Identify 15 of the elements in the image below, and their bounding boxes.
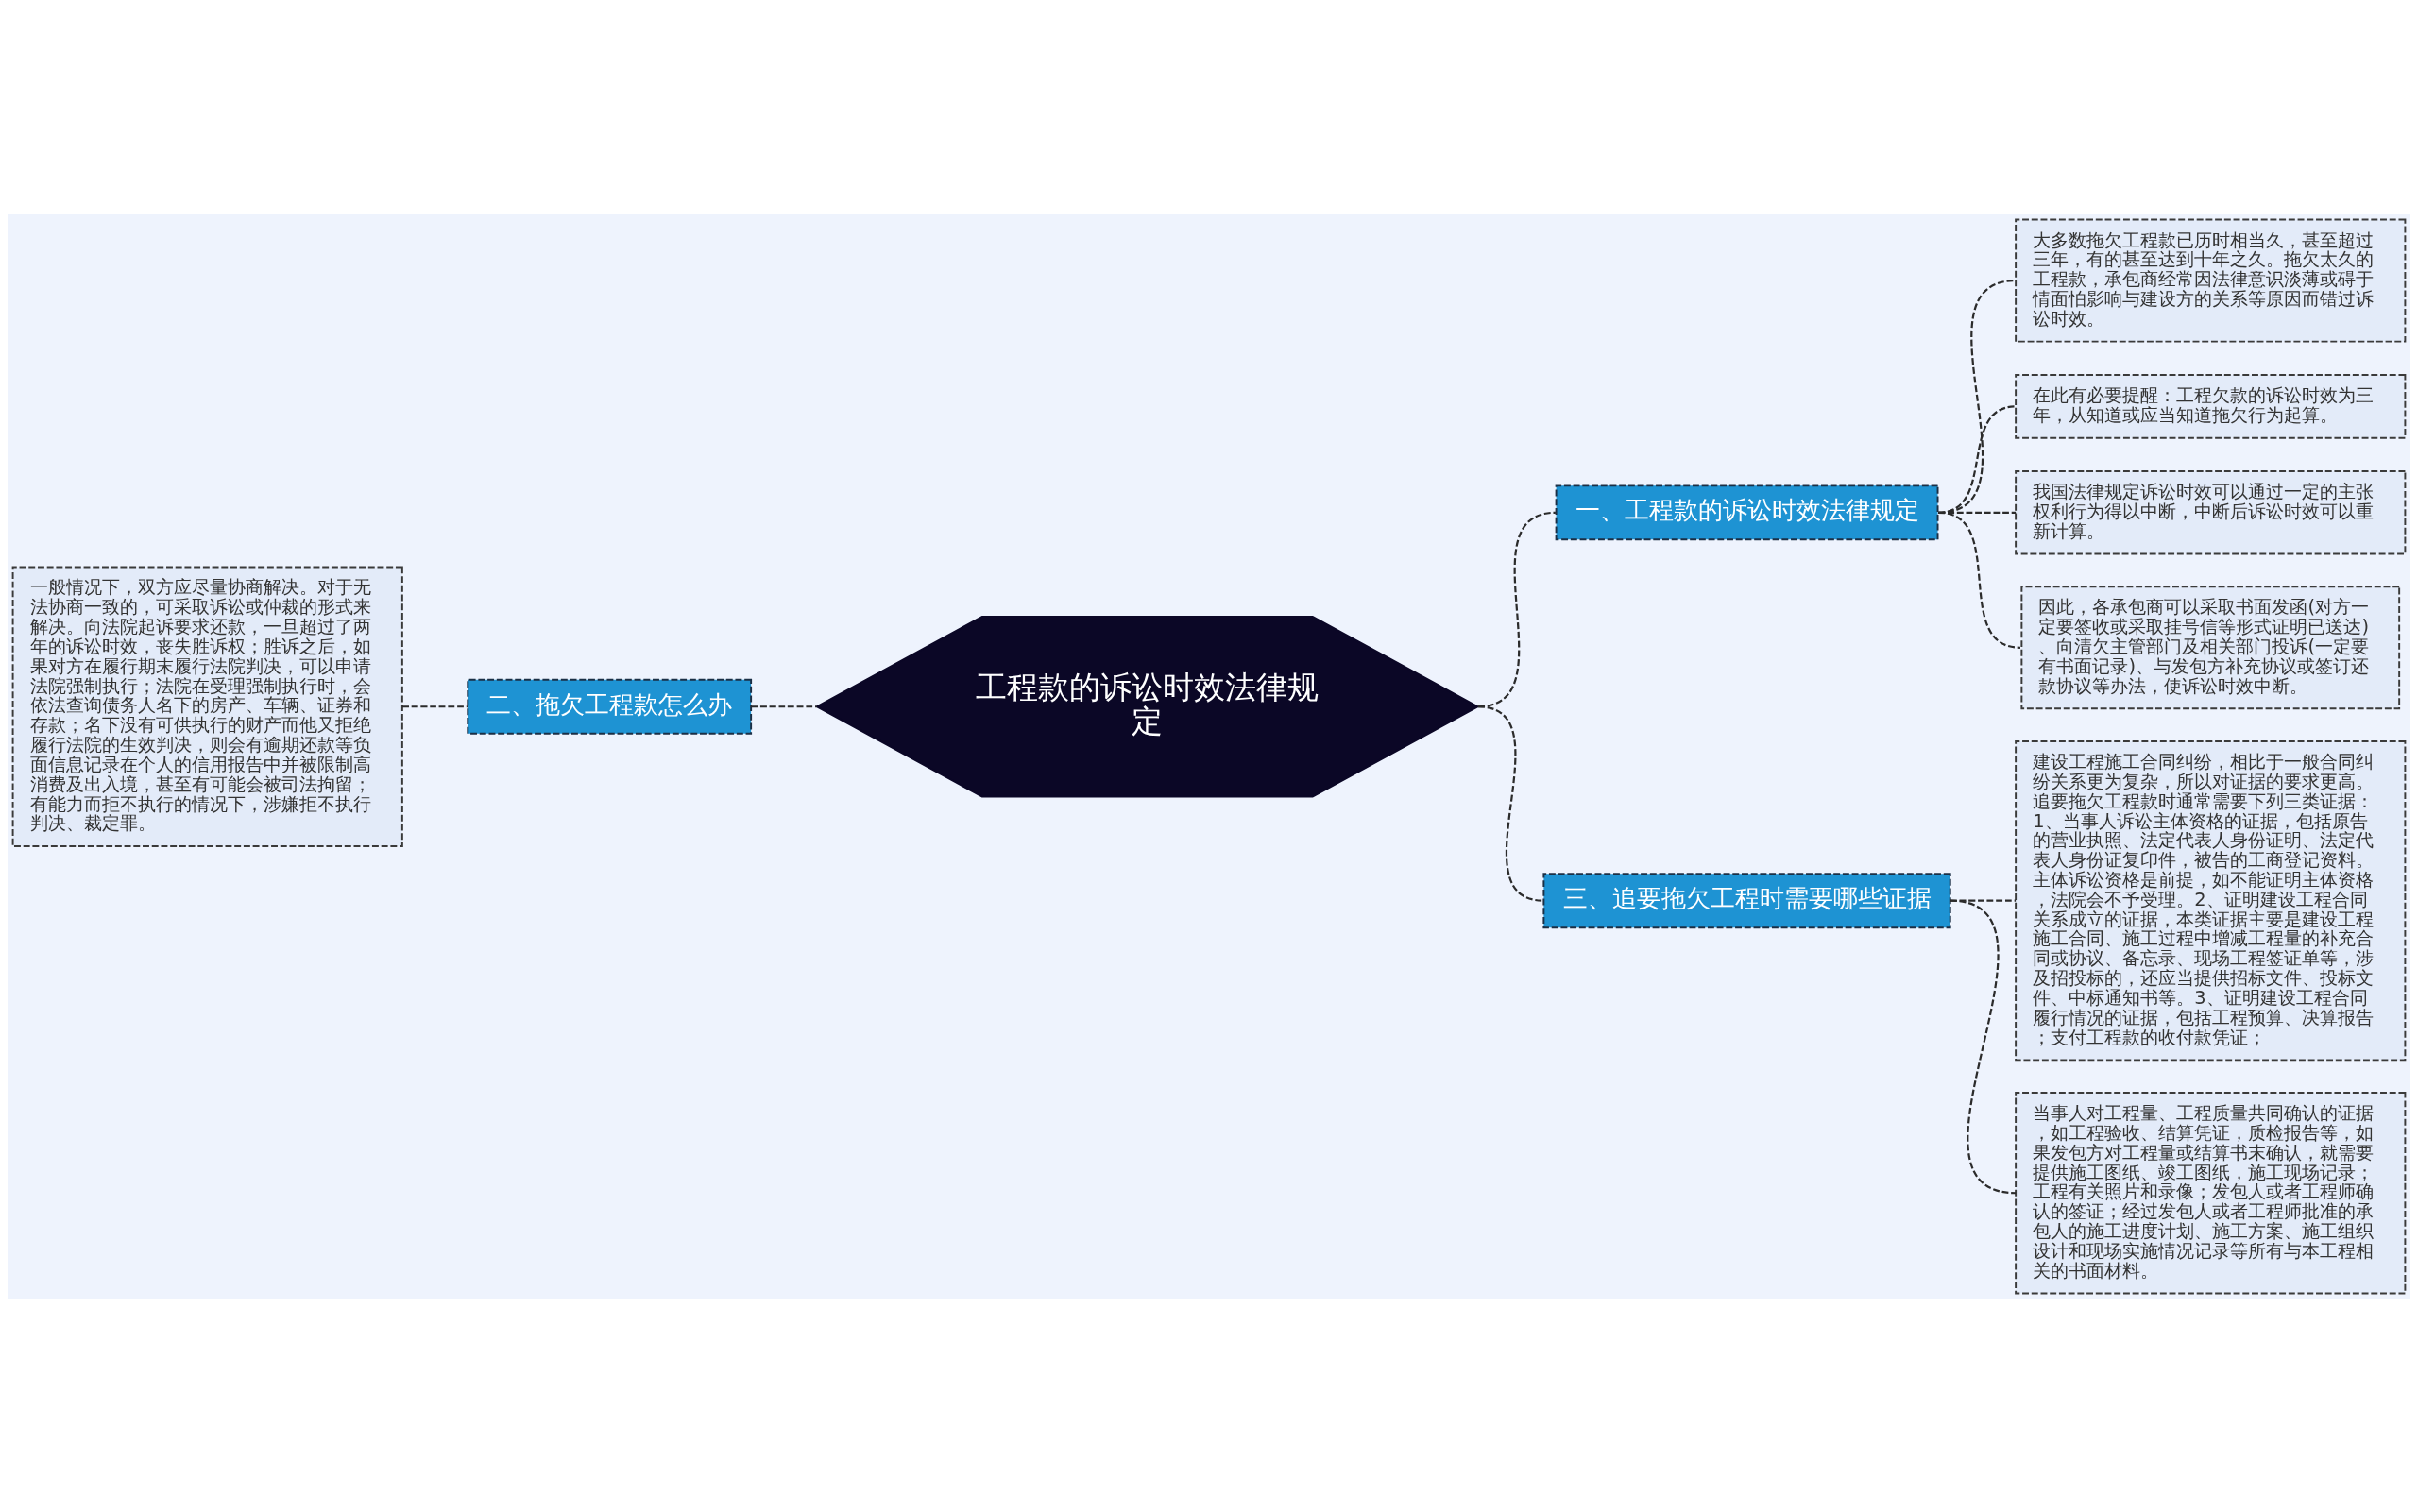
connector bbox=[1477, 705, 1544, 902]
connector bbox=[1950, 899, 2017, 1194]
node-box: 当事人对工程量、工程质量共同确认的证据，如工程验收、结算凭证，质检报告等，如果发包方对工程量或结算书末确认，就需要提供施工图纸、竣工图纸，施工现场记录；工程有关照片和录像；发包人或者工程师确认的签证；经过发包人或者工程师批准的承包人的施工进度计划、施工方案、施工组织设计和现场实施情况记录等所有与本工程相关的书面材料。 bbox=[2015, 1091, 2407, 1294]
connector bbox=[401, 705, 468, 707]
node-box: 二、拖欠工程款怎么办 bbox=[467, 678, 753, 735]
node-box: 一般情况下，双方应尽量协商解决。对于无法协商一致的，可采取诉讼或仲裁的形式来解决。向法院起诉要求还款，一旦超过了两年的诉讼时效，丧失胜诉权；胜诉之后，如果对方在履行期末履行法院判决，可以申请法院强制执行；法院在受理强制执行时，会依法查询债务人名下的房产、车辆、证券和存款；名下没有可供执行的财产而他又拒绝履行法院的生效判决，则会有逾期还款等负面信息记录在个人的信用报告中并被限制高消费及出入境，甚至有可能会被司法拘留；有能力而拒不执行的情况下，涉嫌拒不执行判决、裁定罪。 bbox=[11, 565, 403, 847]
node-box: 我国法律规定诉讼时效可以通过一定的主张权利行为得以中断，中断后诉讼时效可以重新计算。 bbox=[2015, 469, 2407, 554]
node-box: 三、追要拖欠工程时需要哪些证据 bbox=[1542, 872, 1951, 928]
node-box: 因此，各承包商可以采取书面发函(对方一定要签收或采取挂号信等形式证明已送达)、向清欠主管部门及相关部门投诉(一定要有书面记录)、与发包方补充协议或签订还款协议等办法，使诉讼时效中断。 bbox=[2020, 585, 2401, 709]
node-box: 建设工程施工合同纠纷，相比于一般合同纠纷关系更为复杂，所以对证据的要求更高。追要拖欠工程款时通常需要下列三类证据：1、当事人诉讼主体资格的证据，包括原告的营业执照、法定代表人身份证明、法定代表人身份证复印件，被告的工商登记资料。主体诉讼资格是前提，如不能证明主体资格，法院会不予受理。2、证明建设工程合同关系成立的证据，本类证据主要是建设工程施工合同、施工过程中增减工程量的补充合同或协议、备忘录、现场工程签证单等，涉及招投标的，还应当提供招标文件、投标文件、中标通知书等。3、证明建设工程合同履行情况的证据，包括工程预算、决算报告；支付工程款的收付款凭证； bbox=[2015, 739, 2407, 1061]
connector bbox=[1938, 511, 2021, 649]
node-box: 在此有必要提醒：工程欠款的诉讼时效为三年，从知道或应当知道拖欠行为起算。 bbox=[2015, 373, 2407, 439]
node-box: 大多数拖欠工程款已历时相当久，甚至超过三年，有的甚至达到十年之久。拖欠太久的工程款，承包商经常因法律意识淡薄或碍于情面怕影响与建设方的关系等原因而错过诉讼时效。 bbox=[2015, 218, 2407, 343]
node-box: 一、工程款的诉讼时效法律规定 bbox=[1555, 484, 1939, 540]
connector bbox=[751, 705, 817, 707]
